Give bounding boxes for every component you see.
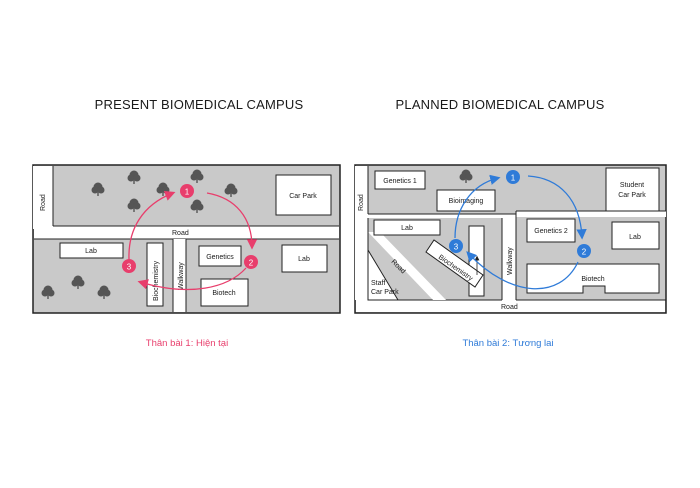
planned-road-diagonal	[368, 232, 446, 300]
present-walkway	[173, 239, 186, 312]
planned-lab-right-label: Lab	[629, 234, 641, 241]
svg-text:1: 1	[185, 188, 190, 197]
present-marker-1: 1	[180, 184, 194, 198]
present-campus-title: PRESENT BIOMEDICAL CAMPUS	[94, 97, 304, 112]
planned-road-vertical-label: Road	[358, 194, 365, 211]
present-biochemistry	[146, 242, 164, 307]
planned-route-arrow-2-3	[466, 251, 579, 290]
planned-road-vertical	[355, 166, 368, 300]
present-biotech-label: Biotech	[212, 290, 235, 297]
present-road-vertical	[33, 166, 53, 229]
planned-genetics-1-label: Genetics 1	[383, 178, 417, 185]
present-caption: Thân bài 1: Hiện tại	[145, 338, 229, 349]
planned-marker-1: 1	[506, 170, 520, 184]
present-lab-right	[281, 244, 328, 273]
planned-bioimaging-label: Bioimaging	[449, 198, 484, 205]
present-route-arrow-1-2	[206, 192, 258, 250]
present-route-arrow-2-3	[137, 267, 247, 291]
present-genetics	[198, 245, 242, 267]
planned-lab-right	[611, 221, 660, 250]
planned-marker-2: 2	[577, 244, 591, 258]
present-route-arrow-3-1	[128, 190, 176, 260]
planned-marker-3: 3	[449, 239, 463, 253]
present-lab-right-label: Lab	[298, 256, 310, 263]
planned-route-arrow-3-1	[454, 174, 501, 239]
present-lab-left-label: Lab	[85, 248, 97, 255]
planned-genetics-2	[526, 218, 576, 243]
planned-road-bottom-label: Road	[501, 304, 518, 311]
planned-genetics-2-label: Genetics 2	[534, 228, 568, 235]
present-road-vertical-label: Road	[40, 194, 47, 211]
svg-text:2: 2	[582, 248, 587, 257]
planned-student-car-park-label-2: Car Park	[618, 192, 646, 199]
svg-text:3: 3	[454, 243, 459, 252]
present-marker-2: 2	[244, 255, 258, 269]
planned-staff-car-park-label-1: Staff	[371, 280, 385, 287]
present-walkway-label: Walkway	[178, 262, 185, 290]
planned-biotech	[526, 263, 660, 294]
planned-student-car-park-label-1: Student	[620, 182, 644, 189]
present-map: Road Road Car Park Lab Biochemistry Walk…	[32, 164, 341, 314]
svg-text:1: 1	[511, 174, 516, 183]
present-road-horizontal	[34, 226, 339, 239]
planned-staff-car-park-label-2: Car Park	[371, 289, 399, 296]
planned-walkway	[502, 218, 516, 300]
planned-biochemistry	[425, 239, 484, 288]
planned-biotech-label: Biotech	[581, 276, 604, 283]
planned-route-arrow-1-2	[527, 175, 587, 240]
svg-text:3: 3	[127, 263, 132, 272]
planned-lab-left	[373, 219, 441, 236]
svg-text:2: 2	[249, 259, 254, 268]
planned-road-bottom	[356, 300, 665, 312]
present-biochemistry-label: Biochemistry	[153, 260, 160, 301]
present-car-park	[275, 174, 332, 216]
planned-genetics-1	[374, 170, 426, 190]
planned-staff-car-park	[367, 248, 399, 301]
present-lab-left	[59, 242, 124, 259]
planned-lab-left-label: Lab	[401, 225, 413, 232]
present-marker-3: 3	[122, 259, 136, 273]
present-road-horizontal-label: Road	[172, 230, 189, 237]
planned-student-car-park	[605, 167, 660, 212]
planned-campus-title: PLANNED BIOMEDICAL CAMPUS	[395, 97, 605, 112]
present-car-park-label: Car Park	[289, 193, 317, 200]
planned-caption: Thân bài 2: Tương lai	[462, 338, 554, 349]
present-genetics-label: Genetics	[206, 254, 234, 261]
planned-map: Road Road Road Walkway Genetics 1 Bioima…	[354, 164, 667, 314]
planned-walkway-label: Walkway	[507, 247, 514, 275]
